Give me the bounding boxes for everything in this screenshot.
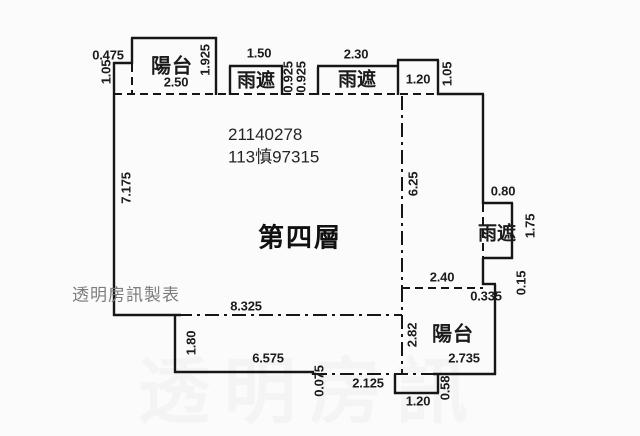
dim-canopy-r-width: 0.80 — [490, 183, 516, 199]
canopy-topleft-label: 雨遮 — [236, 70, 276, 92]
dim-left-wall-height: 7.175 — [118, 172, 134, 204]
balcony-top-label: 陽台 — [151, 55, 193, 78]
dim-right-step-height: 0.15 — [513, 270, 529, 296]
dim-balcony-b-height: 2.82 — [404, 322, 420, 348]
dim-interior-height: 6.25 — [405, 171, 421, 197]
canopy-topright-label: 雨遮 — [337, 69, 377, 91]
dim-bottom-wall-width: 6.575 — [252, 350, 284, 366]
dim-canopy-r-height: 1.75 — [522, 213, 538, 239]
dashed-boundaries — [114, 64, 484, 289]
solid-walls — [112, 36, 514, 395]
dim-balcony-b-width: 2.735 — [448, 350, 480, 366]
maker-watermark: 透明房訊製表 — [72, 285, 180, 305]
dim-bottom-box-height: 0.58 — [437, 375, 453, 401]
dim-balcony-top-width: 2.50 — [163, 74, 189, 90]
dim-top-notch-width: 1.20 — [405, 71, 431, 87]
balcony-bottom-label: 陽台 — [432, 323, 474, 346]
dim-right-step-width: 0.335 — [470, 288, 502, 304]
dim-bottom-box-width: 1.20 — [405, 393, 431, 409]
ref-code: 113慎97315 — [228, 147, 320, 167]
dim-bottom-dash-width: 2.125 — [352, 375, 384, 391]
centerline-boundaries — [178, 96, 434, 375]
dim-top-left-offset: 0.475 — [92, 47, 124, 63]
dim-canopy-tr-width: 2.30 — [343, 46, 369, 62]
canopy-right-label: 雨遮 — [477, 223, 517, 245]
ref-number: 21140278 — [228, 125, 303, 144]
dim-bottom-left-drop: 1.80 — [183, 330, 199, 356]
dim-balcony-top-height: 1.925 — [197, 44, 213, 76]
dim-top-left-height: 1.05 — [98, 59, 114, 85]
dim-bottom-step: 0.075 — [311, 365, 327, 397]
dim-canopy-tr-height: 0.925 — [293, 61, 309, 93]
dim-balcony-b-top-width: 2.40 — [429, 269, 455, 285]
floor-label: 第四層 — [257, 222, 343, 253]
dim-main-bottom-width: 8.325 — [230, 298, 262, 314]
dim-canopy-tl-width: 1.50 — [246, 45, 272, 61]
dim-top-notch-height: 1.05 — [439, 61, 455, 87]
